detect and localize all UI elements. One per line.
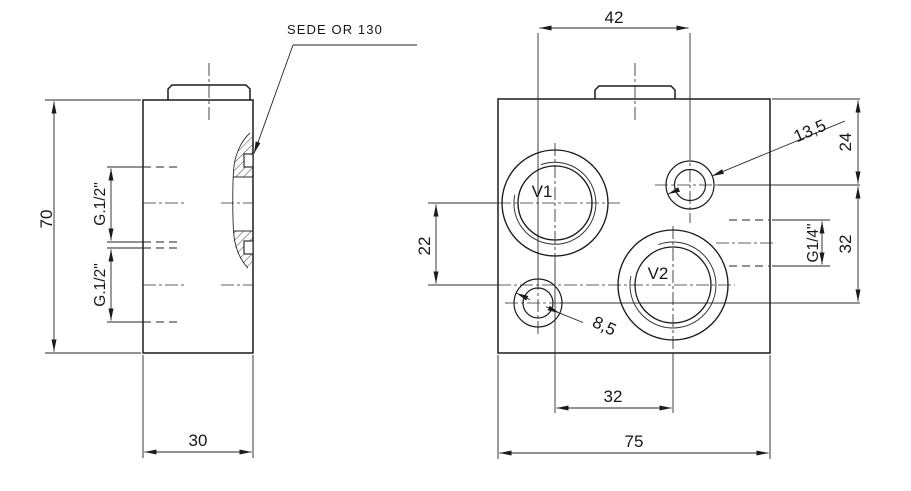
dim-text-small-hole-dia: 8,5: [590, 312, 619, 339]
dim-text-centers-spacing: 22: [415, 237, 434, 256]
dim-text-depth: 30: [189, 431, 208, 450]
dim-text-right-spacing: 32: [836, 235, 855, 254]
dim-text-bottom-centers-spacing: 32: [604, 387, 623, 406]
leader-8-5-lower-arrow: [545, 305, 560, 314]
dim-text-side-port-thread: G1/4": [805, 223, 822, 262]
break-line-spline: [232, 132, 251, 269]
front-view-block-outline: [497, 98, 771, 354]
leader-8-5-tail: [559, 312, 584, 323]
dim-text-upper-port-thread: G.1/2": [92, 182, 109, 225]
v2-label: V2: [648, 264, 669, 283]
dim-text-width: 75: [625, 432, 644, 451]
port-v2: V2: [617, 226, 729, 350]
side-view: 70 30 G.1/2" G.1/2" SEDE OR 130: [37, 22, 417, 458]
front-view: V1 V2 42: [415, 8, 861, 459]
dim-text-top-holes-spacing: 42: [605, 8, 624, 27]
dim-text-height: 70: [37, 210, 56, 229]
oring-seat-groove-lower: [243, 240, 254, 255]
seat-note-text: SEDE OR 130: [287, 22, 383, 37]
leader-13-5: [711, 120, 846, 177]
oring-seat-groove-upper: [243, 153, 254, 168]
hole-13-5: [655, 147, 727, 223]
v2-thread-arc: [629, 241, 717, 329]
leader-13-5-opposite-arrow: [667, 187, 681, 195]
v1-thread-arc: [513, 161, 597, 245]
v1-label: V1: [532, 182, 553, 201]
leader-8-5-upper-arrow: [516, 292, 531, 301]
section-hatch-lower: [233, 231, 253, 268]
side-view-block-outline: [142, 99, 254, 354]
seat-leader-arrow: [253, 44, 294, 154]
port-v1: V1: [501, 143, 609, 263]
dim-text-top-offset: 24: [836, 133, 855, 152]
dim-text-counterbore-dia: 13,5: [791, 116, 829, 146]
dim-text-lower-port-thread: G.1/2": [92, 263, 109, 306]
hole-8-5: [505, 277, 563, 337]
